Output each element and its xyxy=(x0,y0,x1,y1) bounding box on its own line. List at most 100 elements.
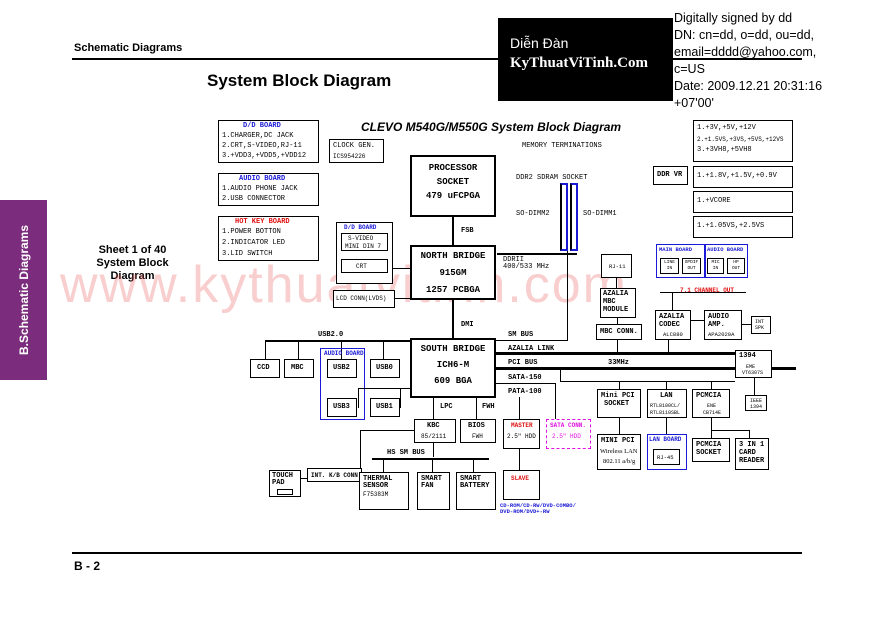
jack-label: LINE xyxy=(664,260,675,265)
main-board-title: MAIN BOARD xyxy=(659,246,693,253)
audio-board-usb-title: AUDIO BOARD xyxy=(324,350,364,357)
rj11-line xyxy=(616,278,617,288)
bios-type: FWH xyxy=(472,433,483,440)
usb-feed-lower xyxy=(358,388,410,389)
hotkey-board-title: HOT KEY BOARD xyxy=(235,218,290,226)
minipci-down xyxy=(619,418,620,434)
jack-mic-in: MIC IN xyxy=(707,258,724,274)
processor-box: PROCESSOR SOCKET 479 uFCPGA xyxy=(410,155,496,217)
ddr-speed-label: 400/533 MHz xyxy=(503,263,550,271)
pcmcia-down xyxy=(711,418,712,438)
ieee1394-down xyxy=(754,378,755,395)
power-rail-line: 1.+VCORE xyxy=(697,197,731,205)
master-hdd-box: MASTER 2.5" HDD xyxy=(503,419,540,449)
jack-label: OUT xyxy=(731,266,741,271)
audio-board-right-frame: AUDIO BOARD xyxy=(705,244,748,278)
usb-drop-ccd xyxy=(265,340,266,359)
hotkey-board-item: 2.INDICATOR LED xyxy=(222,239,286,247)
smart-battery-label: SMART xyxy=(460,475,482,483)
power-rail-line: 1.+1.05VS,+2.5VS xyxy=(697,222,765,230)
ieee1394-box: 1394 EME VT6307S xyxy=(735,350,772,378)
dmi-label: DMI xyxy=(461,321,474,329)
dd-board-box: D/D BOARD 1.CHARGER,DC JACK 2.CRT,S-VIDE… xyxy=(218,120,319,163)
usb-drop-mbc xyxy=(298,340,299,359)
ieee1394-conn-label: IEEE xyxy=(750,398,763,404)
mini-pci-wlan-box: MINI PCI Wireless LAN 802.11 a/b/g xyxy=(597,434,641,470)
kbc-down xyxy=(433,443,434,457)
audio-board-left-item: 1.AUDIO PHONE JACK xyxy=(222,185,298,193)
usb0-label: USB0 xyxy=(376,364,393,372)
mini-pci-wlan-label: Wireless LAN xyxy=(600,448,638,455)
svideo-box: S-VIDEO MINI DIN 7 xyxy=(341,233,388,251)
lan-label: LAN xyxy=(660,392,673,400)
pcmcia-part: CB714E xyxy=(703,410,722,416)
jack-label: IN xyxy=(712,266,719,271)
usb-drop-usb1 xyxy=(400,388,401,408)
touchpad-icon xyxy=(277,489,293,495)
pata-drop xyxy=(519,397,520,419)
clock-gen-box: CLOCK GEN. ICS954226 xyxy=(329,139,384,163)
hs-drop-battery xyxy=(473,458,474,472)
lan-down xyxy=(666,418,667,434)
dd-board-item: 3.+VDD3,+VDD5,+VDD12 xyxy=(222,152,307,160)
jack-line-in: LINE IN xyxy=(660,258,679,274)
pci-drop-minipci xyxy=(619,381,620,389)
section-header: Schematic Diagrams xyxy=(74,42,183,54)
power-rail-line: 1.+1.8V,+1.5V,+0.9V xyxy=(697,172,777,180)
header-rule xyxy=(72,58,802,60)
smart-fan-label: FAN xyxy=(421,482,434,490)
sheet-name-2: Diagram xyxy=(110,270,155,282)
master-slave-line xyxy=(519,449,520,470)
azalia-mbc-label: MODULE xyxy=(603,306,629,314)
pci-bus-label: PCI BUS xyxy=(508,359,538,367)
codec-jack-line xyxy=(672,293,673,311)
sign-line-4: c=US xyxy=(674,62,705,76)
usb0-box: USB0 xyxy=(370,359,400,378)
sign-line-5: Date: 2009.12.21 20:31:16 xyxy=(674,79,823,93)
kbc-label: KBC xyxy=(427,422,440,430)
lan-box: LAN RTL8100CL/ RTL8110SBL xyxy=(647,389,687,418)
pci-stub xyxy=(560,370,561,381)
sata-conn-box: SATA CONN. 2.5" HDD xyxy=(546,419,591,449)
sign-line-6: +07'00' xyxy=(674,96,714,110)
audio-amp-box: AUDIO AMP. APA2020A xyxy=(704,310,742,340)
svideo-label: MINI DIN 7 xyxy=(345,243,382,250)
lcd-conn-box: LCD CONN(LVDS) xyxy=(333,290,395,308)
ccd-box: CCD xyxy=(250,359,280,378)
pcmcia-socket-label: SOCKET xyxy=(696,449,722,457)
card-reader-label: CARD xyxy=(739,449,756,457)
sodimm2-label: SO-DIMM2 xyxy=(516,210,550,218)
usb3-box: USB3 xyxy=(327,398,357,417)
sign-line-2: DN: cn=dd, o=dd, ou=dd, xyxy=(674,28,815,42)
footer-rule xyxy=(72,552,802,554)
hs-drop-fan xyxy=(432,458,433,472)
azalia-link-label: AZALIA LINK xyxy=(508,345,555,353)
mini-pci-label: Mini PCI xyxy=(601,392,635,400)
svideo-label: S-VIDEO xyxy=(348,235,374,242)
lan-board-title: LAN BOARD xyxy=(649,436,682,443)
processor-label: PROCESSOR xyxy=(428,163,478,173)
ieee1394-part: VT6307S xyxy=(742,370,764,376)
sata-label: SATA-150 xyxy=(508,374,542,382)
fsb-label: FSB xyxy=(461,227,474,235)
south-bridge-box: SOUTH BRIDGE ICH6-M 609 BGA xyxy=(410,338,496,398)
hs-sm-bus-label: HS SM BUS xyxy=(387,449,425,457)
sheet-number: Sheet 1 of 40 xyxy=(98,244,167,256)
pcmcia-vendor: ENE xyxy=(707,403,717,409)
rj11-box: RJ-11 xyxy=(601,254,632,278)
ddr-vr-box: DDR VR xyxy=(653,166,688,185)
master-hdd-label: 2.5" HDD xyxy=(507,433,536,440)
int-spk-box: INT SPK xyxy=(751,316,771,334)
hs-sm-bus-line xyxy=(372,458,489,460)
side-tab[interactable]: B.Schematic Diagrams xyxy=(0,200,47,380)
pci-drop-lan xyxy=(666,381,667,389)
azalia-link-line xyxy=(496,352,736,355)
power-rail-line: 1.+3V,+5V,+12V xyxy=(697,124,756,132)
dd-board-item: 2.CRT,S-VIDEO,RJ-11 xyxy=(222,142,302,150)
usb-drop-usb3 xyxy=(358,388,359,408)
dd-board-item: 1.CHARGER,DC JACK xyxy=(222,132,294,140)
hs-drop-thermal xyxy=(383,458,384,472)
sign-line-1: Digitally signed by dd xyxy=(674,11,793,25)
bios-box: BIOS FWH xyxy=(460,419,496,443)
sheet-name-1: System Block xyxy=(96,257,169,269)
